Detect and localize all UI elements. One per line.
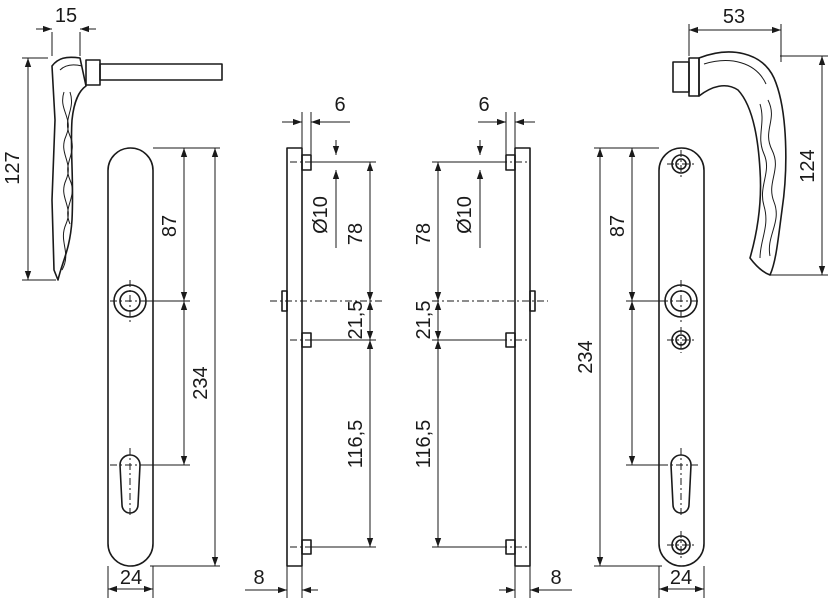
dim-label-116-5-left: 116,5 — [345, 420, 367, 469]
right-curved-handle — [672, 51, 787, 276]
dim-24-left: 24 — [107, 566, 154, 598]
right-plate-centerlines — [661, 150, 701, 559]
dim-6-right: 6 — [478, 94, 535, 155]
dim-8-left: 8 — [245, 566, 318, 598]
dim-15: 15 — [36, 5, 96, 56]
dim-label-127: 127 — [2, 151, 24, 184]
dim-label-116-5-right: 116,5 — [413, 420, 435, 469]
dim-label-234-right: 234 — [575, 340, 597, 373]
dim-label-8-right: 8 — [550, 567, 561, 589]
dim-127: 127 — [2, 57, 56, 281]
dim-87-right: 87 — [594, 147, 665, 466]
dim-116-5-left: 116,5 — [311, 340, 376, 548]
dim-21-5-left: 21,5 — [311, 301, 376, 341]
dim-78-right: 78 — [413, 161, 506, 301]
dim-6-left: 6 — [282, 94, 350, 155]
dim-label-6-right: 6 — [478, 94, 489, 116]
dim-label-87-left: 87 — [159, 215, 181, 237]
dim-label-78-left: 78 — [345, 223, 367, 245]
dim-label-24-right: 24 — [670, 567, 692, 589]
dim-24-right: 24 — [658, 566, 705, 598]
left-lever-handle — [51, 56, 223, 281]
dim-label-21-5-left: 21,5 — [345, 301, 367, 340]
right-side-centerlines — [432, 161, 548, 548]
dim-78-left: 78 — [311, 161, 376, 301]
left-plate-side — [281, 147, 312, 567]
dim-label-87-right: 87 — [607, 215, 629, 237]
dim-label-24-left: 24 — [120, 567, 142, 589]
dim-116-5-right: 116,5 — [413, 340, 506, 548]
left-plate-centerlines — [110, 280, 150, 515]
dim-d10-right: Ø10 — [454, 140, 484, 248]
dim-8-right: 8 — [499, 566, 572, 598]
right-plate-side — [505, 147, 536, 567]
dim-label-53: 53 — [723, 6, 745, 28]
dim-d10-left: Ø10 — [310, 140, 340, 248]
dim-label-234-left: 234 — [190, 366, 212, 399]
dim-53: 53 — [688, 6, 782, 62]
dim-label-8-left: 8 — [253, 567, 264, 589]
dim-label-15: 15 — [55, 5, 77, 27]
dim-124: 124 — [770, 55, 828, 276]
dim-label-78-right: 78 — [413, 223, 435, 245]
dim-label-6-left: 6 — [334, 94, 345, 116]
dim-label-d10-left: Ø10 — [310, 196, 332, 234]
dim-label-21-5-right: 21,5 — [413, 301, 435, 340]
dim-label-124: 124 — [797, 149, 819, 182]
dim-234-left: 234 — [150, 148, 220, 567]
dim-87-left: 87 — [146, 147, 220, 466]
dim-label-d10-right: Ø10 — [454, 196, 476, 234]
dim-21-5-right: 21,5 — [413, 301, 506, 341]
dim-234-right: 234 — [575, 148, 662, 567]
